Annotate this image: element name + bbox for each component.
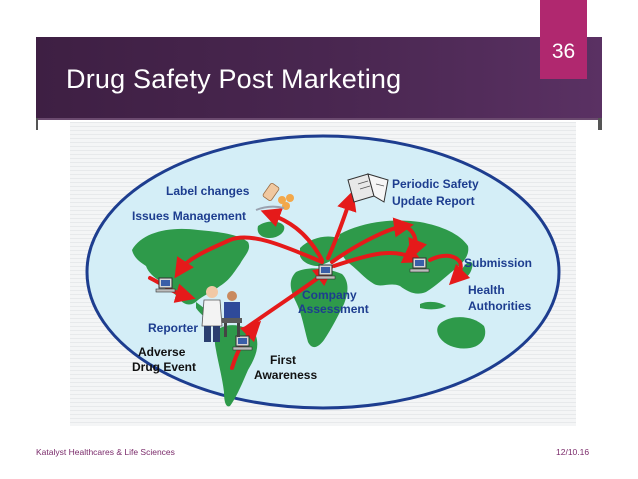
slide-title: Drug Safety Post Marketing [66, 64, 402, 94]
report-book-icon [347, 173, 389, 203]
label-first-line2: Awareness [254, 368, 317, 382]
computer-icon [315, 264, 336, 280]
arrow-assessment-to-asia [332, 244, 424, 268]
label-health-line2: Authorities [468, 299, 532, 313]
label-health-line1: Health [468, 283, 505, 297]
label-company-line2: Assessment [298, 302, 369, 316]
label-changes: Label changes [166, 184, 250, 198]
australia [437, 317, 486, 349]
slide-number-badge [540, 0, 587, 79]
arrow-to-psur-curve [330, 217, 414, 264]
label-periodic-line2: Update Report [392, 194, 475, 208]
arrow-to-label-changes [260, 208, 324, 262]
label-adverse-line1: Adverse [138, 345, 186, 359]
slide-number: 36 [551, 40, 576, 63]
computer-icon [155, 277, 176, 293]
arrow-to-psur [326, 190, 357, 260]
label-adverse-line2: Drug Event [132, 360, 196, 374]
footer-date: 12/10.16 [556, 447, 590, 457]
drug-safety-diagram: Label changes Issues Management Periodic… [70, 122, 576, 426]
label-company-line1: Company [302, 288, 357, 302]
arrow-to-americas [174, 235, 324, 279]
divider-tick-right [598, 118, 602, 130]
title-underline [36, 118, 602, 120]
label-reporter: Reporter [148, 321, 198, 335]
label-periodic-line1: Periodic Safety [392, 177, 479, 191]
title-bar [36, 37, 602, 119]
footer-company: Katalyst Healthcares & Life Sciences [36, 447, 175, 457]
label-issues-management: Issues Management [132, 209, 246, 223]
people-icon [201, 286, 242, 342]
indonesia [420, 301, 446, 310]
computer-icon [232, 335, 253, 351]
computer-icon [409, 257, 430, 273]
divider-tick-left [36, 118, 38, 130]
label-first-line1: First [270, 353, 296, 367]
arrow-to-submission [428, 253, 471, 286]
label-submission: Submission [464, 256, 532, 270]
pills-icon [255, 182, 294, 211]
flow-arrows [148, 190, 471, 370]
